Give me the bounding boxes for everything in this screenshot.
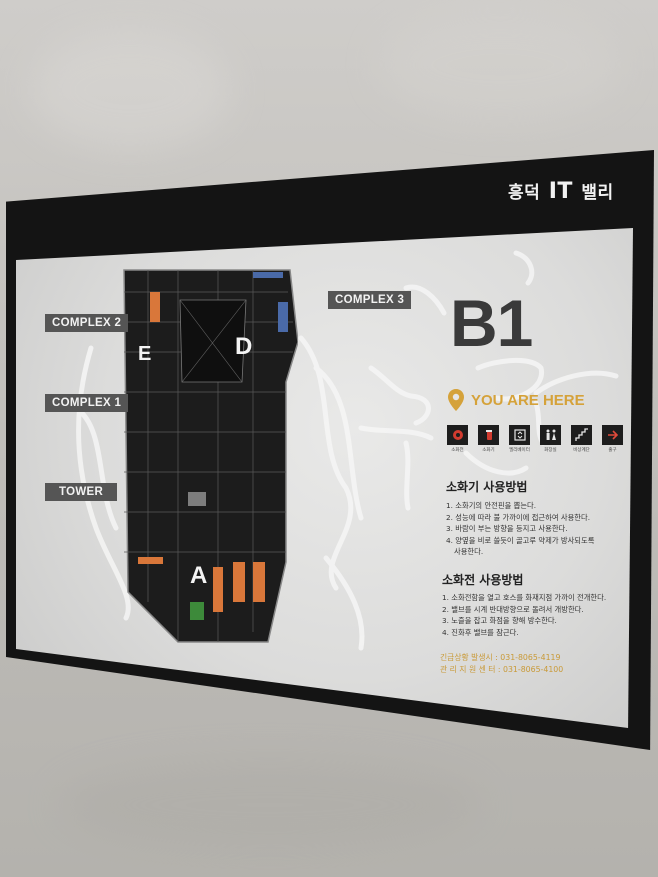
step-text: 1. 소화전함을 열고 호스를 화재지점 가까이 전개한다. (442, 593, 607, 602)
icon-cell-restroom: 화장실 (539, 425, 562, 453)
step-text: 2. 성능에 따라 불 가까이에 접근하여 사용한다. (446, 512, 591, 522)
emergency-contacts: 긴급상황 발생시 : 031-8065-4119 관 리 지 원 센 터 : 0… (440, 652, 563, 676)
hydrant-guide-steps: 1. 소화전함을 열고 호스를 화재지점 가까이 전개한다. 2. 밸브를 시계… (442, 592, 606, 638)
step-text: 3. 바람이 부는 방향을 등지고 사용한다. (446, 524, 568, 533)
step-text: 3. 노즐을 잡고 화점을 향해 방수한다. (442, 616, 557, 625)
brand-text-pre: 흥덕 (508, 183, 541, 203)
you-are-here-text: YOU ARE HERE (471, 391, 585, 409)
icon-cell-fire-hose: 소화기 (477, 425, 500, 453)
icon-cell-exit: 출구 (601, 425, 624, 453)
management-phone: 관 리 지 원 센 터 : 031-8065-4100 (440, 665, 564, 674)
step-text: 4. 진화후 밸브를 잠근다. (442, 627, 519, 637)
elevator-icon (509, 425, 530, 445)
step-text: 4. 양옆을 비로 쓸듯이 골고루 약제가 방사되도록 (446, 535, 595, 545)
wall-stain (380, 10, 620, 120)
icon-cell-elevator: 엘리베이터 (508, 425, 531, 453)
tower-label: TOWER (45, 483, 118, 501)
icon-label: 엘리베이터 (509, 448, 530, 453)
location-pin-icon (448, 389, 464, 411)
you-are-here: YOU ARE HERE (447, 388, 585, 412)
zone-d-label: D (235, 333, 253, 360)
wall-stain (30, 30, 230, 150)
floor-level: B1 (450, 286, 533, 360)
fire-hose-icon (478, 425, 499, 445)
extinguisher-guide-steps: 1. 소화기의 안전핀을 뽑는다. 2. 성능에 따라 불 가까이에 접근하여 … (446, 500, 594, 558)
stairs-icon (571, 425, 592, 445)
brand-logo: 흥덕 IT 밸리 (508, 178, 614, 204)
brand-text-post: 밸리 (581, 183, 614, 203)
icon-label: 비상계단 (573, 448, 590, 453)
icon-cell-stairs: 비상계단 (570, 425, 593, 453)
extinguisher-guide-title: 소화기 사용방법 (446, 480, 528, 494)
facility-icons: 소화전 소화기 엘리베이터 화장실 비상계단 출구 (446, 425, 624, 453)
brand-text-it: IT (548, 179, 573, 204)
icon-label: 출구 (608, 448, 617, 453)
complex-3-label: COMPLEX 3 (328, 291, 412, 309)
hydrant-guide-title: 소화전 사용방법 (442, 573, 524, 587)
icon-cell-extinguisher: 소화전 (446, 425, 469, 453)
restroom-icon (540, 425, 561, 445)
step-text: 사용한다. (454, 547, 484, 556)
icon-label: 화장실 (544, 448, 557, 453)
complex-1-label: COMPLEX 1 (45, 394, 129, 412)
extinguisher-icon (447, 425, 468, 445)
zone-e-label: E (138, 343, 152, 365)
floor-map (123, 269, 298, 643)
icon-label: 소화기 (482, 448, 495, 453)
emergency-phone: 긴급상황 발생시 : 031-8065-4119 (440, 653, 561, 662)
icon-label: 소화전 (451, 448, 464, 453)
step-text: 1. 소화기의 안전핀을 뽑는다. (446, 501, 537, 510)
complex-2-label: COMPLEX 2 (45, 314, 129, 332)
exit-arrow-icon (602, 425, 623, 445)
wall-stain (60, 760, 480, 850)
step-text: 2. 밸브를 시계 반대방향으로 돌려서 개방한다. (442, 604, 584, 614)
zone-a-label: A (190, 562, 208, 589)
